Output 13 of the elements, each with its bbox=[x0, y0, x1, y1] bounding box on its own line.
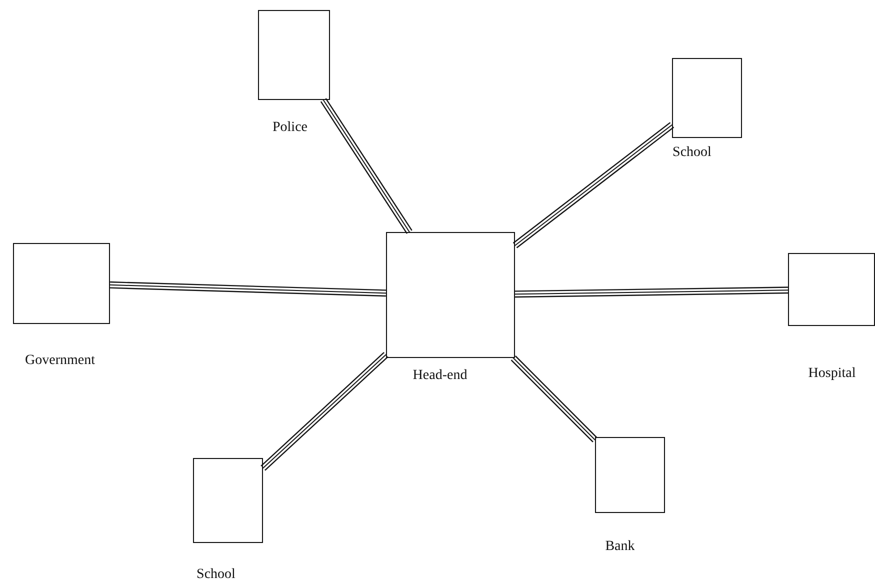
cable-line bbox=[260, 352, 388, 471]
node-label: Bank bbox=[605, 539, 635, 555]
cable-line bbox=[510, 356, 598, 442]
node-label: Government bbox=[25, 353, 95, 369]
node-label: Police bbox=[272, 120, 308, 136]
cable-line bbox=[514, 286, 788, 298]
cable-line bbox=[512, 122, 674, 248]
node-label: Head-end bbox=[412, 368, 468, 384]
cable-line bbox=[320, 98, 412, 234]
node-label: School bbox=[196, 567, 236, 583]
node-label: Hospital bbox=[808, 366, 856, 382]
node-label: School bbox=[672, 145, 712, 161]
cable-line bbox=[110, 281, 386, 297]
